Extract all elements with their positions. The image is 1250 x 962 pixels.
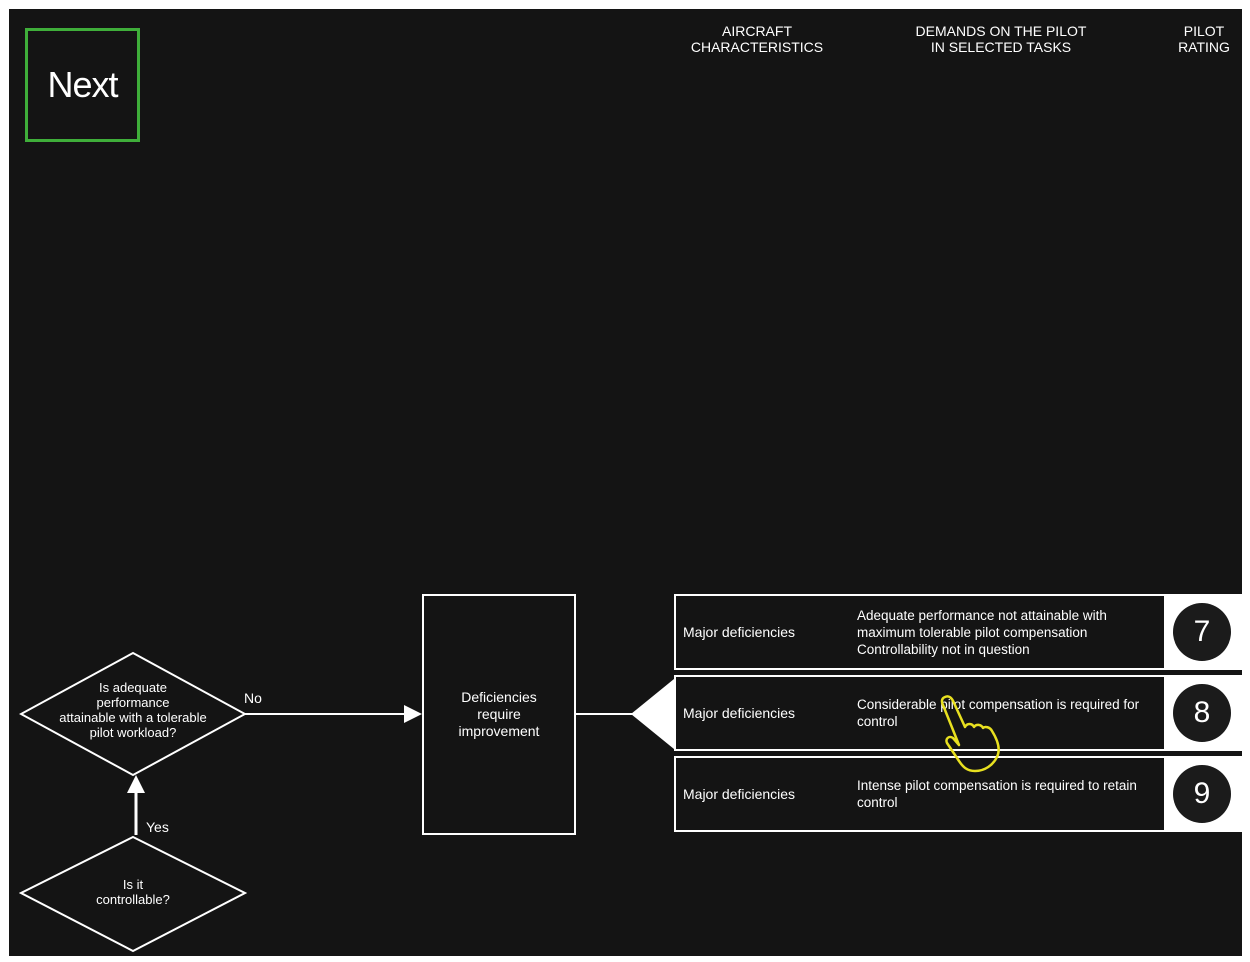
column-header-aircraft-characteristics: AIRCRAFT CHARACTERISTICS: [690, 23, 824, 55]
hand-pointer-icon: [940, 695, 1000, 773]
edge-label-no: No: [244, 690, 262, 706]
rating-row-9: Major deficiencies Intense pilot compens…: [674, 756, 1242, 832]
bracket-connector-wedge: [631, 679, 674, 749]
yes-connector-arrowhead: [127, 775, 145, 793]
flowchart-connectors: [127, 679, 674, 835]
row-characteristics: Major deficiencies: [683, 705, 796, 721]
decision-diamond-controllable: Is it controllable?: [19, 835, 247, 953]
rating-badge-9[interactable]: 9: [1173, 765, 1231, 823]
row-characteristics: Major deficiencies: [683, 786, 796, 802]
column-header-demands-on-pilot: DEMANDS ON THE PILOT IN SELECTED TASKS: [915, 23, 1087, 55]
process-box-deficiencies: Deficiencies require improvement: [422, 594, 576, 835]
row-demands: Considerable pilot compensation is requi…: [857, 697, 1140, 729]
rating-row-7: Major deficiencies Adequate performance …: [674, 594, 1242, 670]
row-demands: Adequate performance not attainable with…: [857, 607, 1107, 657]
row-characteristics: Major deficiencies: [683, 624, 796, 640]
decision-diamond-workload: Is adequate performance attainable with …: [19, 651, 247, 777]
rating-badge-8[interactable]: 8: [1173, 684, 1231, 742]
rating-badge-7[interactable]: 7: [1173, 603, 1231, 661]
rating-cell: 7: [1164, 596, 1242, 668]
next-button[interactable]: Next: [25, 28, 140, 142]
rating-cell: 8: [1164, 677, 1242, 749]
row-demands: Intense pilot compensation is required t…: [857, 778, 1137, 810]
decision-controllable-text: Is it controllable?: [96, 877, 170, 907]
rating-cell: 9: [1164, 758, 1242, 830]
cooper-harper-screen: Next AIRCRAFT CHARACTERISTICS DEMANDS ON…: [9, 9, 1242, 956]
edge-label-yes: Yes: [146, 819, 169, 835]
no-connector-arrowhead: [404, 705, 422, 723]
column-header-pilot-rating: PILOT RATING: [1178, 23, 1230, 55]
decision-workload-text: Is adequate performance attainable with …: [59, 680, 207, 740]
